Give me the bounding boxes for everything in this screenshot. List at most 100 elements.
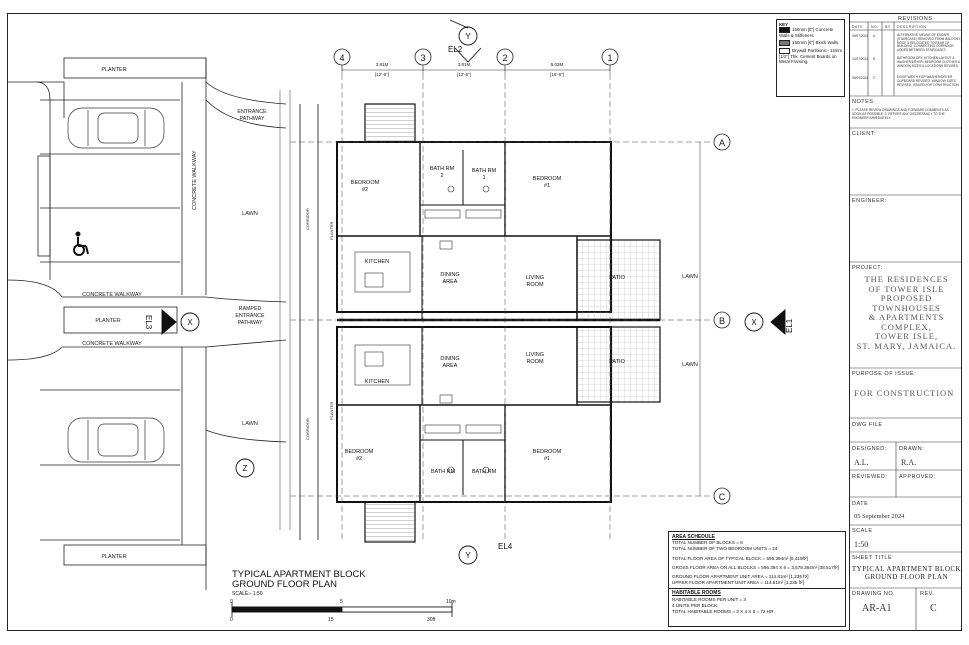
rev-b-date: 12/07/2024 [852,57,868,61]
grid-lines [290,65,710,540]
area-line-1: TOTAL NUMBER OF BLOCKS = 6 [672,540,743,546]
planter-mid [63,306,178,334]
key-item-drywall: Drywall Partitions:- 13mm [1/2"] Thk. Ce… [779,48,842,64]
planter-v-bottom: PLANTER [329,401,334,420]
walkway-top-label: CONCRETE WALKWAY [82,292,142,298]
grid-col-2: 2 [502,53,507,63]
elev-el1: EL1 [785,318,794,333]
dwg-file-label: DWG FILE [852,422,883,428]
project-text: THE RESIDENCES OF TOWER ISLE PROPOSED TO… [856,274,957,351]
room-patio-top: PATIO [609,275,625,281]
section-markers [161,19,786,565]
key-item-block: 150mm [6"] Block Walls. [779,40,842,46]
purpose-label: PURPOSE OF ISSUE: [852,371,917,377]
revisions-label: REVISIONS [898,16,933,22]
area-schedule: AREA SCHEDULE TOTAL NUMBER OF BLOCKS = 6… [668,531,846,627]
elev-el2: EL2 [448,45,463,54]
date-val: 05 September 2024 [854,513,905,520]
drawing-title-line2: GROUND FLOOR PLAN [232,579,338,590]
purpose-text: FOR CONSTRUCTION [854,388,955,398]
notes-text: 1. PLEASE REVIEW DRAWINGS AND FORWARD CO… [852,108,949,120]
room-bathrm-bot-b: BATH RM [472,469,497,475]
date-label: DATE [852,501,869,507]
habitable-title: HABITABLE ROOMS [672,590,721,597]
dimensions [279,66,701,530]
dim-3: 5.03M [551,62,564,67]
block-swatch [779,40,790,46]
sheet-title-label: SHEET TITLE [852,555,893,561]
key-item-3-label: Drywall Partitions:- 13mm [1/2"] Thk. Ce… [779,48,843,64]
grid-col-3: 3 [420,53,425,63]
dim-2: 3.81M [458,62,471,67]
lawn-left-2: LAWN [242,421,258,427]
rev-b-desc: BATHROOM DRY, KITCHEN LAYOUT & WASHER/DR… [897,56,961,68]
rev-col-date: DATE [852,25,864,29]
key-item-2-label: 150mm [6"] Block Walls. [792,40,840,46]
rev-a-no: A [873,34,876,38]
room-bedroom2-bot: BEDROOM#2 [345,449,374,462]
planter-top [63,57,207,79]
fixtures [354,185,502,474]
marker-x-left: X [187,318,193,327]
wheelchair-icon [73,231,89,256]
planter-mid-label: PLANTER [95,318,120,324]
car-bottom [67,417,165,463]
scale-30ft: 30ft [427,617,436,623]
patio-top-paving [578,241,659,319]
room-bedroom1-bot: BEDROOM#1 [533,449,562,462]
dim-2-imperial: [12'-6"] [457,72,471,77]
area-line-2: TOTAL NUMBER OF TWO BEDROOM UNITS = 24 [672,546,778,552]
lawn-right-1: LAWN [682,274,698,280]
grid-row-c: C [719,492,726,502]
planter-bottom-label: PLANTER [101,554,126,560]
rev-col-no: NO. [871,25,879,29]
habitable-line-2: 4 UNITS PER BLOCK [672,602,718,608]
grid-bubbles [333,48,731,505]
area-schedule-title: AREA SCHEDULE [672,534,715,540]
project-label: PROJECT: [852,265,883,271]
scale-bar [231,602,453,617]
stair-bottom [366,503,414,541]
rev-label: REV. [920,591,935,597]
elev-el4: EL4 [498,542,513,551]
title-block: REVISIONS DATE NO. BY DESCRIPTION 09/07/… [849,13,962,631]
scale-label: SCALE [852,528,873,534]
site-left [7,57,287,590]
area-line-5: GROUND FLOOR APARTMENT UNIT AREA = 114.8… [672,574,809,580]
planter-v-top: PLANTER [329,221,334,240]
grid-row-b: B [719,316,725,326]
grid-col-4: 4 [339,53,344,63]
drawing-scale: SCALE:- 1:50 [232,591,263,597]
title-block-lines [849,21,962,631]
key-title: KEY [779,22,789,27]
key-item-1-label: 150mm [6"] Concrete Walls & Stiffeners. [779,27,834,38]
sheet-title-val: TYPICAL APARTMENT BLOCK GROUND FLOOR PLA… [851,565,962,581]
scale-15ft: 15 [328,617,334,623]
rev-c-desc: DOOR WIDTH FOR WASHER/DRYER CUPBOARD REV… [897,75,960,87]
scale-val: 1:50 [854,540,869,549]
dim-1: 3.81M [376,62,389,67]
notes-label: NOTES [852,99,874,105]
area-line-4: GROSS FLOOR AREA ON ALL BLOCKS = 596.394… [672,564,840,570]
lawn-left-1: LAWN [242,211,258,217]
corridor-bottom-label: CORRIDOR [305,418,310,440]
drawn-label: DRAWN: [899,446,925,452]
car-top [67,107,165,149]
client-label: CLIENT: [852,131,876,137]
room-bedroom2-top: BEDROOM#2 [351,180,380,193]
room-bedroom1-top: BEDROOM#1 [533,176,562,189]
area-line-3: TOTAL FLOOR AREA OF TYPICAL BLOCK = 596.… [672,555,808,561]
planter-top-label: PLANTER [101,67,126,73]
drawing-title-line1: TYPICAL APARTMENT BLOCK [232,569,366,580]
room-patio-bot: PATIO [609,359,625,365]
rev-col-desc: DESCRIPTION [897,25,927,29]
rev-c-date: 05/09/2024 [852,76,868,80]
